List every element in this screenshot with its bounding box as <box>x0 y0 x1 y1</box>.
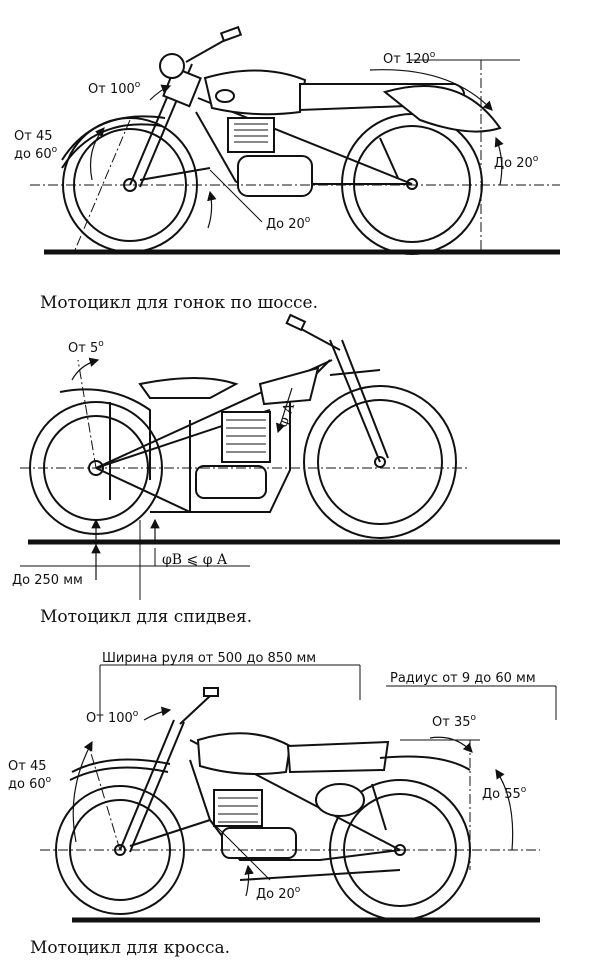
caption-road-racing: Мотоцикл для гонок по шоссе. <box>40 293 318 313</box>
fuel-tank <box>203 69 307 116</box>
front-fork <box>285 313 389 463</box>
engine <box>195 411 271 499</box>
front-wheel <box>303 385 457 539</box>
label-do60: до 60о <box>8 775 52 792</box>
engine <box>213 789 297 859</box>
label-do60: до 60о <box>14 145 58 162</box>
label-do55: До 55о <box>482 785 527 802</box>
label-ot5: От 5о <box>68 339 104 356</box>
rear-mudguard <box>59 388 151 480</box>
headlight <box>159 53 185 79</box>
road-racing-diagram: От 100о От 45 до 60о От 120о До 20о До 2… <box>14 25 560 313</box>
caption-speedway: Мотоцикл для спидвея. <box>40 607 252 627</box>
label-do20: До 20о <box>256 885 301 902</box>
label-ot35: От 35о <box>432 713 476 730</box>
label-do20-right: До 20о <box>494 154 539 171</box>
label-do250: До 250 мм <box>12 573 83 588</box>
label-ot45: От 45 <box>14 129 52 144</box>
tail-fairing <box>382 85 502 133</box>
label-do20-bottom: До 20о <box>266 215 311 232</box>
label-phi-b: φB ⩽ φ A <box>162 552 228 568</box>
front-fork <box>129 25 243 188</box>
caption-motocross: Мотоцикл для кросса. <box>30 938 230 958</box>
label-handlebar-width: Ширина руля от 500 до 850 мм <box>102 651 316 666</box>
rear-mudguard <box>379 755 471 771</box>
label-ot120: От 120о <box>383 50 436 67</box>
label-phi-a: φ A <box>275 400 299 429</box>
seat <box>138 377 239 399</box>
label-ot100: От 100о <box>86 709 139 726</box>
front-fork <box>119 687 219 853</box>
fuel-tank <box>258 366 320 406</box>
speedway-diagram: От 5о φ A φB ⩽ φ A До 250 мм Мотоцикл дл… <box>12 313 560 627</box>
rear-shock <box>379 137 399 179</box>
rear-shock <box>371 783 387 831</box>
front-mudguard <box>61 115 166 161</box>
label-radius: Радиус от 9 до 60 мм <box>390 671 536 686</box>
handlebar <box>179 695 211 725</box>
fuel-tank <box>196 732 292 775</box>
label-ot100: От 100о <box>88 80 141 97</box>
label-ot45: От 45 <box>8 759 46 774</box>
air-filter <box>315 783 365 817</box>
seat <box>286 740 390 774</box>
engine <box>227 117 313 197</box>
motocross-diagram: Ширина руля от 500 до 850 мм Радиус от 9… <box>8 651 557 958</box>
